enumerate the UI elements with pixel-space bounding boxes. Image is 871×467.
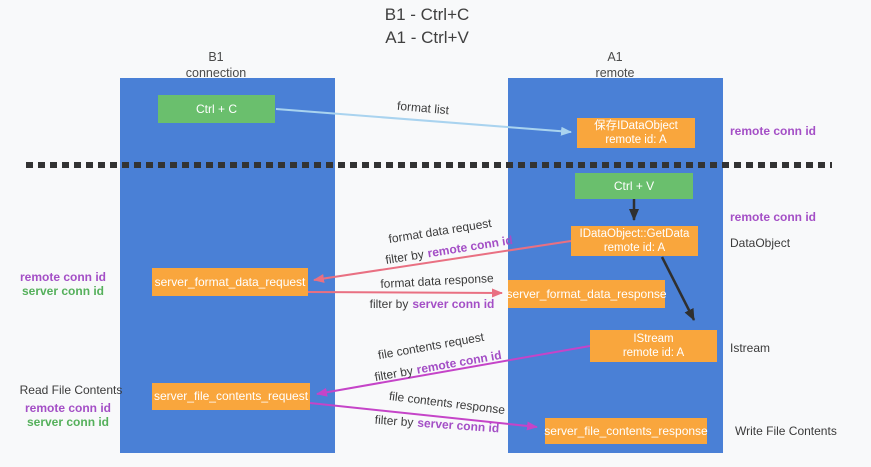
node-server-format-data-response-label: server_format_data_response xyxy=(506,286,667,301)
node-server-format-data-request-label: server_format_data_request xyxy=(154,274,306,289)
title-line-2: A1 - Ctrl+V xyxy=(385,27,469,47)
annotation-write-file-contents: Write File Contents xyxy=(735,424,837,438)
annotation-read-file-contents: Read File Contents xyxy=(19,383,123,397)
lane-a1-subtitle: remote xyxy=(595,65,635,80)
annotation-remote-conn-id-mid-right: remote conn id xyxy=(730,210,817,224)
node-save-idataobject-line1: 保存IDataObject xyxy=(594,119,678,132)
node-ctrl-c: Ctrl + C xyxy=(158,95,275,123)
filter-key-server-conn-id: server conn id xyxy=(416,415,500,436)
node-getdata-line2: remote id: A xyxy=(603,242,666,254)
edge-label-file-contents-response: file contents response xyxy=(388,388,506,418)
node-istream-line1: IStream xyxy=(633,332,674,345)
annotation-istream: Istream xyxy=(730,341,771,355)
lane-header-b1: B1 connection xyxy=(186,50,246,81)
lane-header-a1: A1 remote xyxy=(596,50,635,81)
title-line-1: B1 - Ctrl+C xyxy=(384,5,470,24)
filter-key-server-conn-id: server conn id xyxy=(412,297,495,311)
annotation-server-conn-id-top-left: server conn id xyxy=(21,284,105,298)
diagram-title: B1 - Ctrl+C A1 - Ctrl+V xyxy=(385,4,470,50)
filter-prefix: filter by xyxy=(374,412,414,430)
node-ctrl-c-label: Ctrl + C xyxy=(195,101,237,116)
edge-label-format-data-response: format data response xyxy=(380,271,494,291)
annotation-dataobject: DataObject xyxy=(730,236,791,250)
session-divider-dashed-line xyxy=(26,162,832,168)
node-server-file-contents-response: server_file_contents_response xyxy=(544,418,708,444)
annotation-server-conn-id-bottom-left: server conn id xyxy=(26,415,110,429)
node-save-idataobject: 保存IDataObject remote id: A xyxy=(577,118,695,148)
annotation-remote-conn-id-top-right: remote conn id xyxy=(730,124,817,138)
node-server-format-data-request: server_format_data_request xyxy=(152,268,308,296)
annotation-remote-conn-id-top-left: remote conn id xyxy=(19,270,107,284)
node-ctrl-v: Ctrl + V xyxy=(575,173,693,199)
lane-a1-title: A1 xyxy=(607,50,623,64)
node-server-file-contents-request-label: server_file_contents_request xyxy=(153,389,309,403)
node-istream: IStream remote id: A xyxy=(590,330,717,362)
filter-prefix: filter by xyxy=(369,297,409,311)
node-server-file-contents-response-label: server_file_contents_response xyxy=(544,423,708,438)
annotation-remote-conn-id-bottom-left: remote conn id xyxy=(24,401,112,415)
node-idataobject-getdata: IDataObject::GetData remote id: A xyxy=(571,226,698,256)
node-istream-line2: remote id: A xyxy=(622,347,685,359)
node-getdata-line1: IDataObject::GetData xyxy=(579,227,690,240)
node-ctrl-v-label: Ctrl + V xyxy=(613,178,655,193)
lane-b1-title: B1 xyxy=(208,50,224,64)
node-server-file-contents-request: server_file_contents_request xyxy=(152,383,310,410)
edge-label-format-list: format list xyxy=(396,98,450,118)
filter-prefix: filter by xyxy=(373,363,414,385)
format-data-response-arrow xyxy=(307,288,503,298)
filter-prefix: filter by xyxy=(384,247,425,267)
lane-b1-subtitle: connection xyxy=(185,65,247,80)
node-save-idataobject-line2: remote id: A xyxy=(605,134,667,146)
node-server-format-data-response: server_format_data_response xyxy=(506,280,667,308)
